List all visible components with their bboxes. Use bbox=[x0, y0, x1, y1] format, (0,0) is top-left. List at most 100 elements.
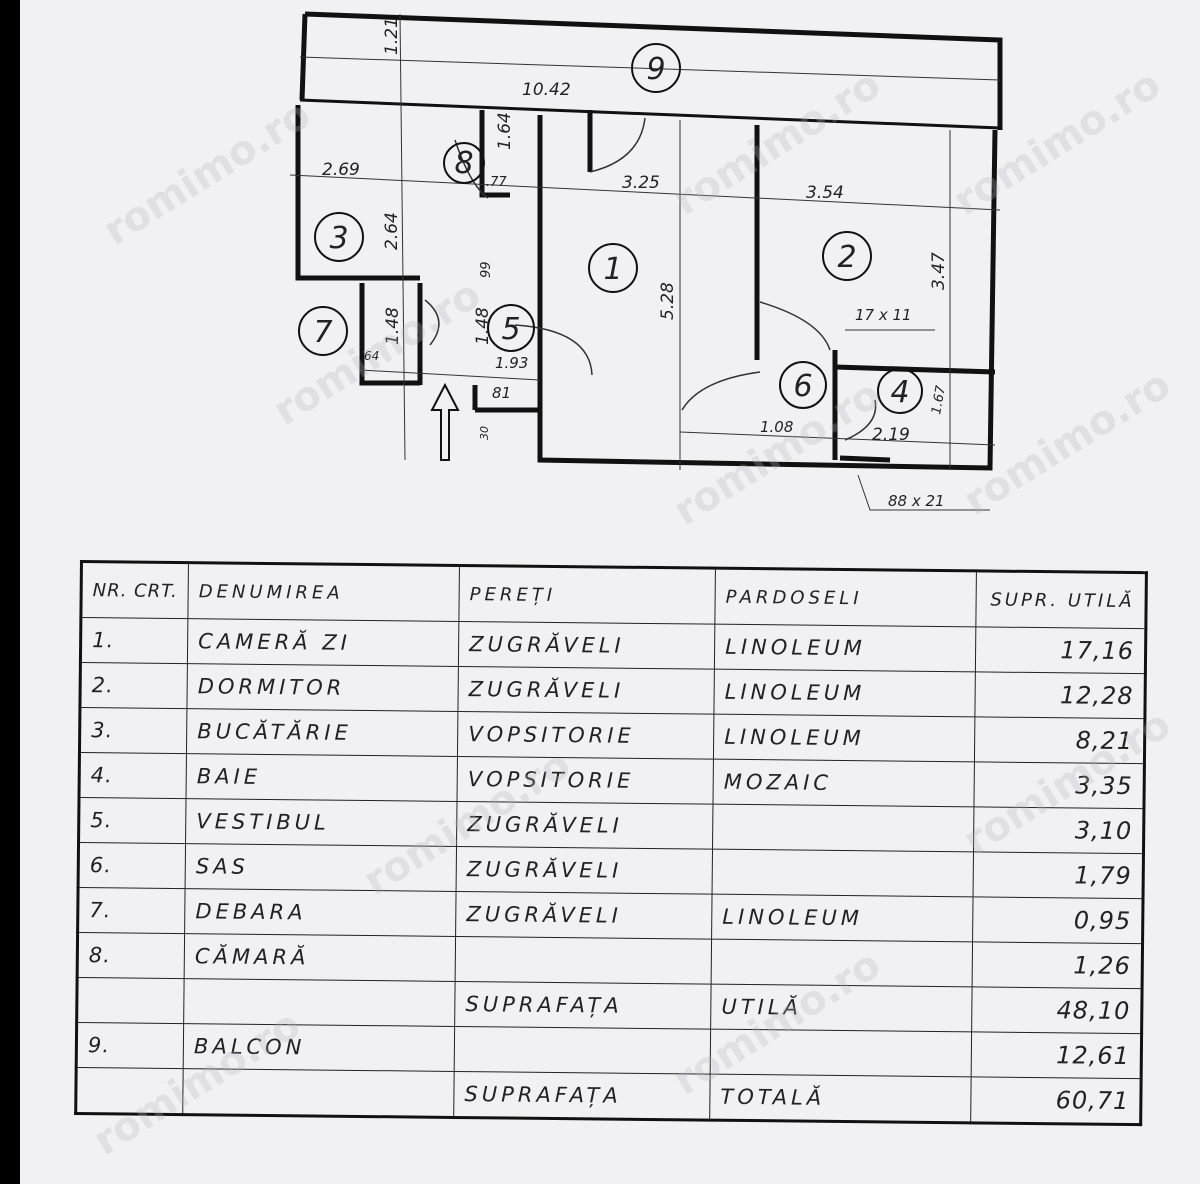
svg-text:2.19: 2.19 bbox=[872, 425, 910, 445]
room-name: BAIE bbox=[186, 753, 458, 802]
usable-area: 12,61 bbox=[971, 1031, 1142, 1079]
floor-finish: LINOLEUM bbox=[714, 624, 976, 672]
room-label-7: 7 bbox=[313, 315, 332, 350]
room-schedule-table: NR. CRT. DENUMIREA PEREȚI PARDOSELI SUPR… bbox=[74, 560, 1148, 1127]
floor-plan-sheet: 9 1 2 3 4 5 6 7 8 1.21 10.42 2.69 2.64 1… bbox=[20, 0, 1200, 1184]
svg-text:1.48: 1.48 bbox=[473, 307, 493, 345]
usable-area: 8,21 bbox=[974, 716, 1145, 764]
svg-text:1.21: 1.21 bbox=[382, 17, 402, 55]
floor-finish bbox=[710, 1029, 972, 1077]
floor-plan: 9 1 2 3 4 5 6 7 8 1.21 10.42 2.69 2.64 1… bbox=[289, 11, 1003, 511]
room-label-1: 1 bbox=[603, 252, 622, 287]
wall-finish: VOPSITORIE bbox=[457, 756, 714, 805]
row-number: 2. bbox=[79, 662, 188, 709]
room-label-2: 2 bbox=[837, 240, 856, 275]
wall-finish: SUPRAFAȚA bbox=[454, 981, 712, 1030]
header-name: DENUMIREA bbox=[187, 562, 460, 622]
floor-finish: LINOLEUM bbox=[713, 669, 976, 717]
svg-text:2.64: 2.64 bbox=[382, 212, 402, 250]
row-number: 8. bbox=[77, 932, 185, 979]
usable-area: 3,10 bbox=[973, 806, 1144, 854]
row-number: 5. bbox=[78, 797, 187, 844]
room-name: CĂMARĂ bbox=[184, 933, 456, 982]
room-name: BUCĂTĂRIE bbox=[186, 708, 459, 757]
room-name: DEBARA bbox=[184, 888, 457, 937]
svg-text:17 x 11: 17 x 11 bbox=[855, 306, 912, 324]
svg-text:81: 81 bbox=[492, 384, 511, 402]
floor-finish: TOTALĂ bbox=[709, 1074, 972, 1123]
header-walls: PEREȚI bbox=[458, 565, 716, 625]
wall-finish: ZUGRĂVELI bbox=[458, 621, 715, 670]
room-label-9: 9 bbox=[646, 52, 665, 87]
svg-text:10.42: 10.42 bbox=[522, 80, 571, 100]
floor-finish: LINOLEUM bbox=[713, 714, 975, 762]
room-name: DORMITOR bbox=[187, 663, 459, 712]
svg-text:64: 64 bbox=[364, 349, 379, 363]
usable-area: 3,35 bbox=[974, 761, 1145, 809]
row-number: 1. bbox=[80, 617, 188, 664]
wall-finish: ZUGRĂVELI bbox=[455, 891, 713, 940]
svg-text:1.93: 1.93 bbox=[495, 354, 528, 372]
usable-area: 48,10 bbox=[971, 986, 1143, 1034]
room-label-5: 5 bbox=[501, 312, 520, 347]
svg-text:5.28: 5.28 bbox=[658, 282, 678, 320]
usable-area: 60,71 bbox=[970, 1076, 1142, 1125]
wall-finish bbox=[455, 936, 712, 985]
svg-text:1.64: 1.64 bbox=[495, 112, 515, 150]
room-name bbox=[183, 978, 456, 1027]
svg-text:30: 30 bbox=[478, 426, 491, 440]
usable-area: 1,79 bbox=[973, 851, 1144, 899]
room-label-4: 4 bbox=[890, 375, 909, 410]
svg-text:88 x 21: 88 x 21 bbox=[888, 492, 945, 510]
header-nr: NR. CRT. bbox=[80, 561, 189, 619]
room-label-3: 3 bbox=[329, 221, 348, 256]
floor-finish bbox=[712, 849, 974, 897]
entrance-arrow-icon bbox=[430, 382, 460, 461]
wall-finish: ZUGRĂVELI bbox=[456, 846, 713, 895]
room-name: SAS bbox=[185, 843, 457, 892]
row-number: 9. bbox=[76, 1022, 184, 1069]
row-number: 6. bbox=[78, 842, 186, 889]
usable-area: 17,16 bbox=[975, 626, 1146, 674]
room-name bbox=[182, 1068, 455, 1118]
row-number: 3. bbox=[79, 707, 188, 754]
svg-text:1.08: 1.08 bbox=[760, 418, 793, 436]
room-markers bbox=[298, 43, 923, 414]
wall-finish: VOPSITORIE bbox=[457, 711, 714, 760]
svg-text:2.69: 2.69 bbox=[322, 160, 360, 180]
usable-area: 0,95 bbox=[972, 896, 1144, 944]
header-floors: PARDOSELI bbox=[714, 568, 977, 627]
door-swings bbox=[289, 13, 1001, 511]
room-label-8: 8 bbox=[454, 146, 473, 181]
room-name: VESTIBUL bbox=[185, 798, 458, 847]
floor-finish: LINOLEUM bbox=[711, 894, 974, 942]
row-number bbox=[75, 1067, 184, 1115]
svg-text:.77: .77 bbox=[486, 175, 507, 190]
wall-finish bbox=[454, 1026, 711, 1075]
usable-area: 12,28 bbox=[974, 671, 1146, 719]
row-number: 4. bbox=[79, 752, 187, 799]
room-label-6: 6 bbox=[793, 369, 812, 404]
row-number: 7. bbox=[77, 887, 186, 934]
walls bbox=[295, 11, 1003, 471]
row-number bbox=[76, 977, 185, 1024]
room-name: BALCON bbox=[183, 1023, 455, 1072]
svg-text:99: 99 bbox=[479, 261, 494, 278]
dimensions: 1.21 10.42 2.69 2.64 1.64 .77 3.25 3.54 … bbox=[322, 17, 949, 510]
svg-text:3.25: 3.25 bbox=[622, 173, 660, 193]
usable-area: 1,26 bbox=[972, 941, 1143, 989]
svg-text:3.54: 3.54 bbox=[806, 183, 844, 203]
floor-finish bbox=[712, 804, 975, 852]
floor-finish: UTILĂ bbox=[710, 984, 973, 1032]
wall-finish: ZUGRĂVELI bbox=[458, 666, 715, 715]
floor-finish: MOZAIC bbox=[713, 759, 975, 807]
svg-text:1.67: 1.67 bbox=[929, 384, 949, 416]
wall-finish: ZUGRĂVELI bbox=[456, 801, 714, 850]
wall-finish: SUPRAFAȚA bbox=[453, 1071, 711, 1121]
header-area: SUPR. UTILĂ bbox=[975, 570, 1147, 629]
floor-finish bbox=[711, 939, 973, 987]
room-name: CAMERĂ ZI bbox=[187, 618, 459, 667]
svg-text:3.47: 3.47 bbox=[929, 252, 949, 290]
svg-text:1.48: 1.48 bbox=[383, 307, 403, 345]
